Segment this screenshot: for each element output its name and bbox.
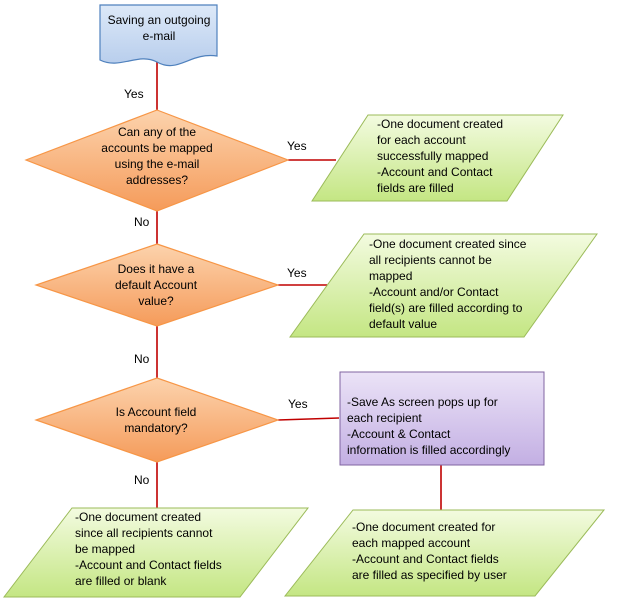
decision2-label: Does it have a default Account value? [114, 262, 198, 308]
outcome-mapped-shape [311, 114, 564, 202]
outcome-not-mandatory-shape [2, 507, 310, 598]
decision2-diamond [34, 243, 280, 327]
connector-decision3-yes [277, 417, 340, 421]
decision3-diamond [34, 377, 280, 463]
decision3-label: Is Account field mandatory? [115, 405, 197, 435]
outcome-default-shape [289, 233, 598, 338]
outcome-not-mandatory-text: -One document created since all recipien… [75, 510, 222, 588]
outcome-per-mapped-shape [283, 509, 606, 597]
edge-label-no-decision3: No [134, 473, 150, 487]
outcome-default-text: -One document created since all recipien… [369, 237, 527, 331]
decision1-label: Can any of the accounts be mapped using … [101, 125, 213, 187]
edge-label-yes-start: Yes [124, 87, 144, 101]
process-save-as-text: -Save As screen pops up for each recipie… [347, 395, 511, 457]
edge-label-no-decision1: No [134, 215, 150, 229]
edge-label-yes-decision1: Yes [287, 139, 307, 153]
connectors [156, 58, 442, 510]
decision1-diamond [24, 109, 290, 212]
edge-label-no-decision2: No [134, 352, 150, 366]
start-document-shape [99, 4, 218, 67]
start-label: Saving an outgoing e-mail [107, 13, 211, 43]
outcome-per-mapped-text: -One document created for each mapped ac… [352, 520, 507, 582]
outcome-mapped-text: -One document created for each account s… [377, 117, 504, 195]
edge-label-yes-decision3: Yes [288, 397, 308, 411]
edge-label-yes-decision2: Yes [287, 266, 307, 280]
process-save-as-shape [339, 371, 545, 466]
